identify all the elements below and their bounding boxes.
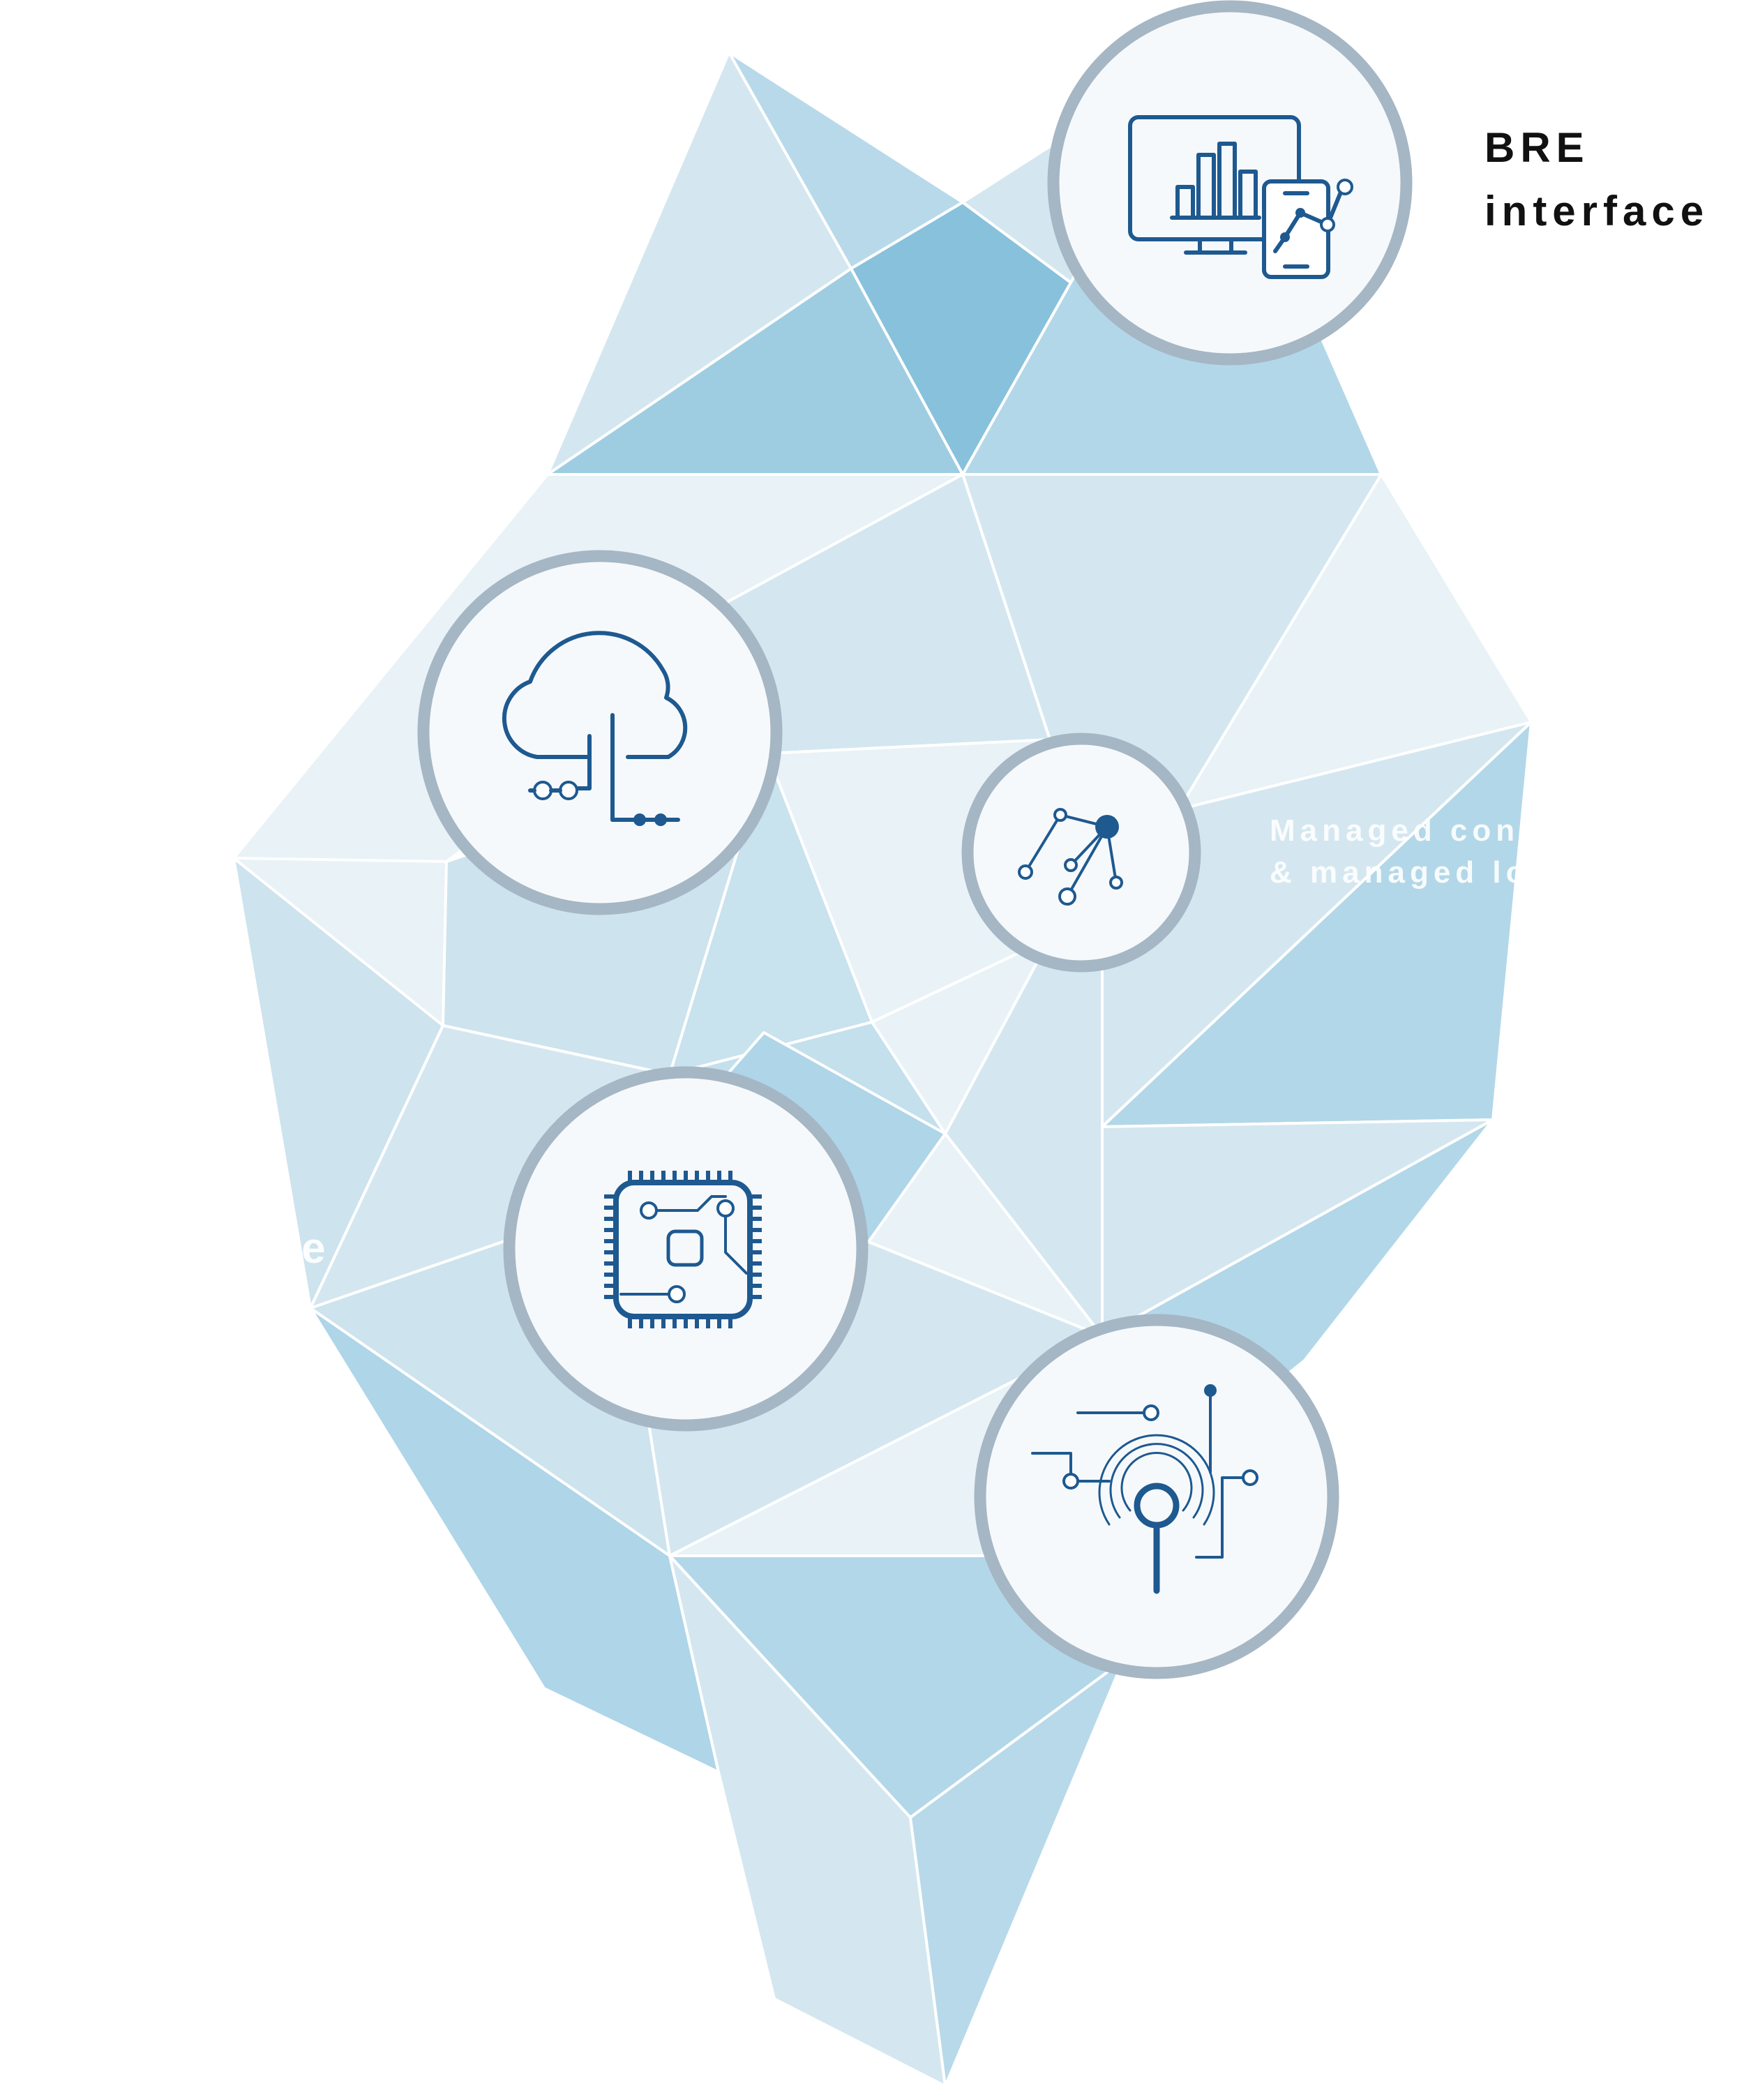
hardware-label: re xyxy=(279,1224,331,1273)
hardware-ring xyxy=(503,1066,869,1432)
interface-ring xyxy=(1047,0,1413,366)
monitor-phone-chart-icon xyxy=(1128,115,1353,279)
network-label-line-2: & managed lo xyxy=(1270,855,1530,890)
interface-node xyxy=(1047,0,1413,366)
sensor-ring xyxy=(974,1314,1339,1679)
chip-pins-left xyxy=(604,1194,615,1299)
circuit-target-icon xyxy=(1031,1384,1258,1594)
network-node xyxy=(961,733,1201,973)
interface-label-line-2: interface xyxy=(1484,188,1709,234)
network-nodes-icon xyxy=(1018,808,1123,906)
interface-label-line-1: BRE xyxy=(1484,124,1590,171)
network-label-line-1: Managed con xyxy=(1270,813,1519,848)
cloud-node xyxy=(417,550,783,915)
hardware-node xyxy=(503,1066,869,1432)
chip-pins-bottom xyxy=(628,1317,732,1328)
facet-mesh xyxy=(232,51,1533,2087)
facet xyxy=(668,1554,947,2087)
light-label-network: Managed con & managed lo xyxy=(1270,813,1530,890)
facet xyxy=(909,1659,1125,2087)
chip-icon xyxy=(604,1171,762,1328)
chip-pins-right xyxy=(751,1194,762,1299)
cloud-circuit-icon xyxy=(502,631,688,826)
chip-pins-top xyxy=(628,1171,732,1182)
cloud-ring xyxy=(417,550,783,915)
sensor-node xyxy=(974,1314,1339,1679)
